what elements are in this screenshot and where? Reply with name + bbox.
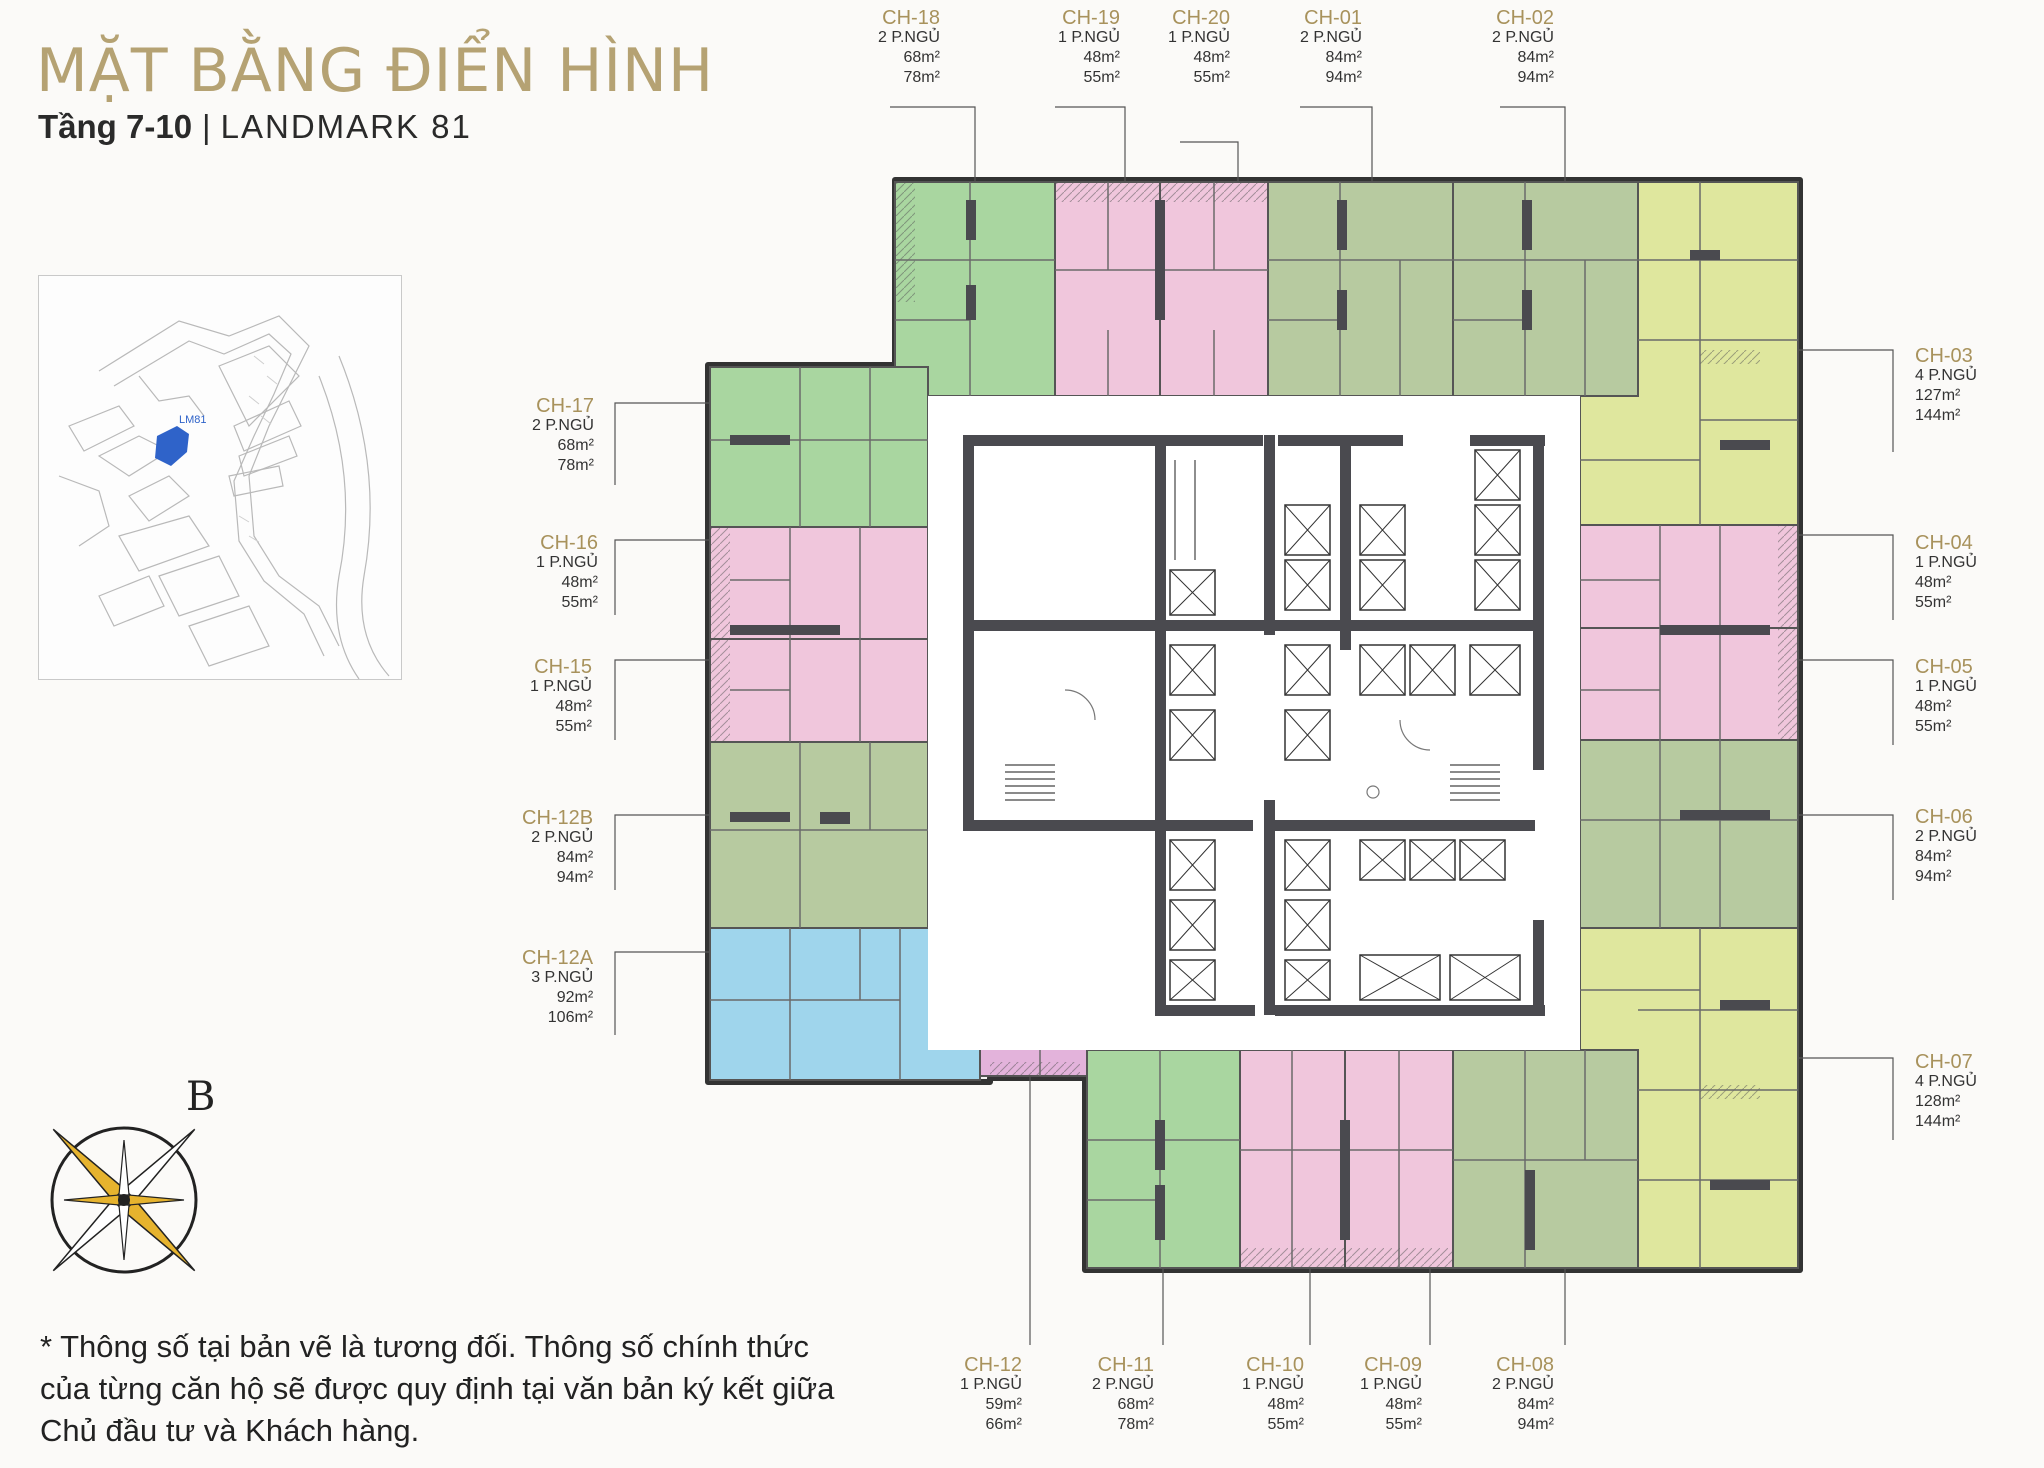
unit-ch-16[interactable] — [709, 526, 929, 640]
label-ch-01[interactable]: CH-01 2 P.NGỦ 84m² 94m² — [1300, 7, 1362, 86]
unit-ch-03[interactable] — [1579, 181, 1799, 526]
unit-ch-20[interactable] — [1159, 181, 1269, 397]
label-ch-12b[interactable]: CH-12B 2 P.NGỦ 84m² 94m² — [522, 807, 594, 886]
label-ch-10[interactable]: CH-10 1 P.NGỦ 48m² 55m² — [1242, 1354, 1304, 1433]
building-core — [928, 396, 1580, 1050]
disclaimer-note: * Thông số tại bản vẽ là tương đối. Thôn… — [40, 1329, 835, 1448]
label-leader-lines — [614, 106, 1894, 1345]
site-minimap-drawing: LM81 — [58, 315, 390, 679]
unit-ch-06[interactable] — [1579, 739, 1799, 929]
unit-ch-15[interactable] — [709, 638, 929, 743]
unit-ch-12a[interactable] — [709, 867, 981, 1081]
balcony-hatching — [710, 182, 1798, 1268]
label-ch-05[interactable]: CH-05 1 P.NGỦ 48m² 55m² — [1915, 656, 1977, 735]
building-name: LANDMARK 81 — [220, 108, 472, 145]
unit-ch-10[interactable] — [1239, 1049, 1346, 1269]
unit-ch-02[interactable] — [1452, 181, 1639, 397]
unit-ch-19[interactable] — [1054, 181, 1161, 397]
site-minimap: LM81 — [38, 275, 402, 680]
unit-ch-05[interactable] — [1579, 627, 1799, 741]
page-subtitle: Tầng 7-10|LANDMARK 81 — [38, 108, 472, 146]
label-ch-12[interactable]: CH-12 1 P.NGỦ 59m² 66m² — [960, 1354, 1022, 1433]
lm81-marker-label: LM81 — [179, 414, 207, 426]
label-ch-09[interactable]: CH-09 1 P.NGỦ 48m² 55m² — [1360, 1354, 1422, 1433]
label-ch-08[interactable]: CH-08 2 P.NGỦ 84m² 94m² — [1492, 1354, 1554, 1433]
floor-range: Tầng 7-10 — [38, 108, 193, 145]
unit-ch-09[interactable] — [1344, 1049, 1454, 1269]
elevator-crosses — [1169, 449, 1521, 1001]
label-ch-16[interactable]: CH-16 1 P.NGỦ 48m² 55m² — [536, 532, 598, 611]
label-ch-02[interactable]: CH-02 2 P.NGỦ 84m² 94m² — [1492, 7, 1554, 86]
interior-partitions — [710, 182, 1798, 1268]
label-ch-12a[interactable]: CH-12A 3 P.NGỦ 92m² 106m² — [522, 947, 594, 1026]
subtitle-separator: | — [202, 108, 211, 145]
label-ch-18[interactable]: CH-18 2 P.NGỦ 68m² 78m² — [878, 7, 940, 86]
label-ch-03[interactable]: CH-03 4 P.NGỦ 127m² 144m² — [1915, 345, 1977, 424]
unit-ch-07[interactable] — [1579, 927, 1799, 1269]
unit-ch-01[interactable] — [1267, 181, 1454, 397]
compass: B — [36, 1070, 226, 1290]
unit-ch-12b[interactable] — [709, 741, 929, 929]
compass-north-label: B — [186, 1074, 215, 1120]
unit-ch-11[interactable] — [1086, 1049, 1241, 1269]
stairwells — [1005, 460, 1500, 801]
label-ch-17[interactable]: CH-17 2 P.NGỦ 68m² 78m² — [532, 395, 594, 474]
unit-ch-04[interactable] — [1579, 524, 1799, 629]
building-outline — [705, 177, 1803, 1273]
unit-wall-accents — [730, 200, 1770, 1250]
unit-ch-17[interactable] — [709, 366, 929, 528]
unit-ch-08[interactable] — [1452, 1049, 1639, 1269]
label-ch-11[interactable]: CH-11 2 P.NGỦ 68m² 78m² — [1092, 1354, 1154, 1433]
label-ch-15[interactable]: CH-15 1 P.NGỦ 48m² 55m² — [530, 656, 592, 735]
compass-rose-icon: B — [50, 1074, 215, 1274]
label-ch-07[interactable]: CH-07 4 P.NGỦ 128m² 144m² — [1915, 1051, 1977, 1130]
unit-ch-18[interactable] — [894, 181, 1056, 397]
page-title: MẶT BẰNG ĐIỂN HÌNH — [36, 36, 715, 106]
unit-ch-12[interactable] — [979, 867, 1111, 1077]
label-ch-19[interactable]: CH-19 1 P.NGỦ 48m² 55m² — [1058, 7, 1120, 86]
label-ch-20[interactable]: CH-20 1 P.NGỦ 48m² 55m² — [1168, 7, 1230, 86]
label-ch-06[interactable]: CH-06 2 P.NGỦ 84m² 94m² — [1915, 806, 1977, 885]
label-ch-04[interactable]: CH-04 1 P.NGỦ 48m² 55m² — [1915, 532, 1977, 611]
lm81-marker-shape — [155, 426, 189, 466]
